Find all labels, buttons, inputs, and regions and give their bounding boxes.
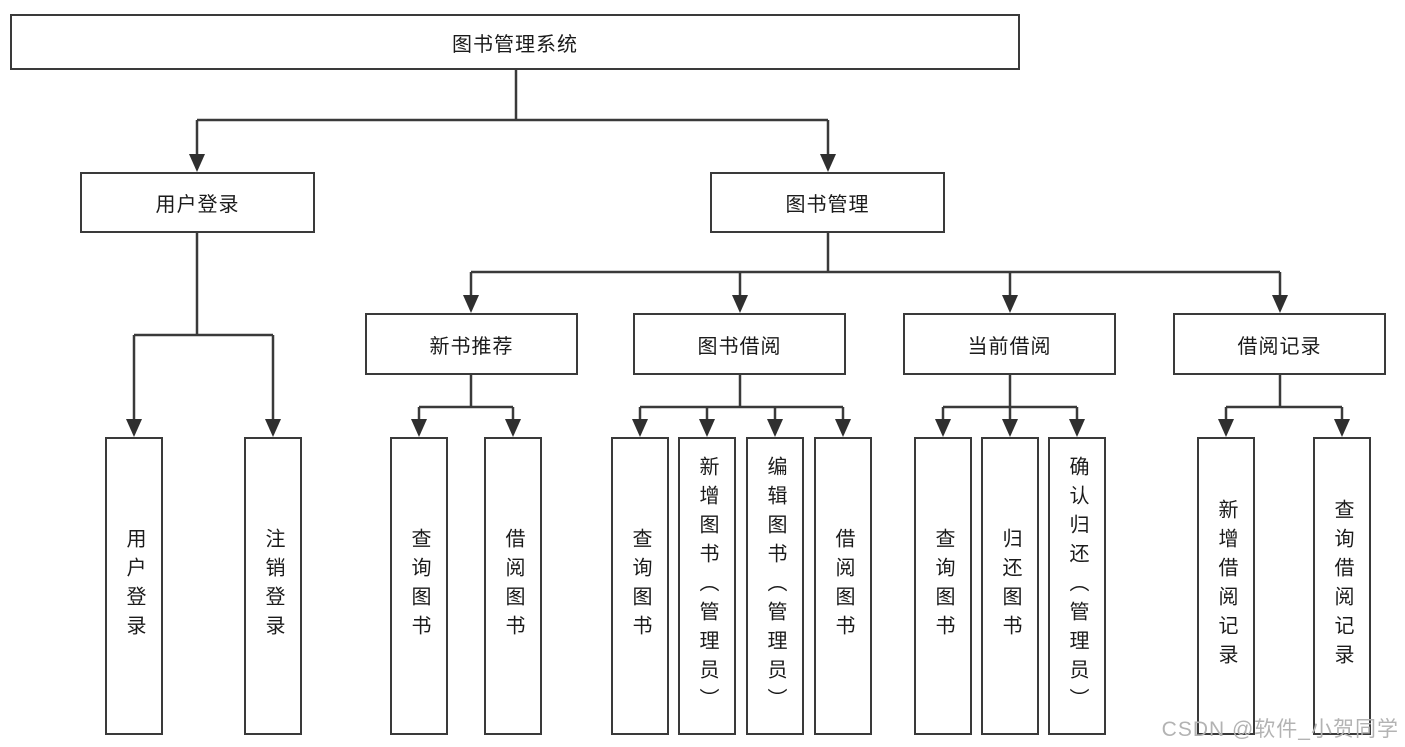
- connector-root-to-level1: [195, 70, 830, 157]
- connector-book-management-to-level2: [469, 233, 1282, 297]
- leaf-return-book-label: 归还图书: [999, 528, 1021, 644]
- arrowhead-icon: [820, 154, 836, 172]
- node-borrow-record: 借阅记录: [1173, 313, 1386, 375]
- connector-borrow-record-to-leaves: [1224, 375, 1344, 422]
- leaf-query-book-borrow: 查询图书: [611, 437, 669, 735]
- leaf-query-borrow-record: 查询借阅记录: [1313, 437, 1371, 735]
- leaf-add-borrow-record-label: 新增借阅记录: [1215, 499, 1237, 673]
- arrowhead-icon: [411, 419, 427, 437]
- leaf-borrow-book-label: 借阅图书: [832, 528, 854, 644]
- node-borrow-record-label: 借阅记录: [1237, 335, 1322, 358]
- leaf-confirm-return-admin: 确认归还（管理员）: [1048, 437, 1106, 735]
- leaf-borrow-book: 借阅图书: [814, 437, 872, 735]
- leaf-edit-book-admin-label: 编辑图书（管理员）: [764, 455, 786, 717]
- arrowhead-icon: [1218, 419, 1234, 437]
- arrowhead-icon: [1069, 419, 1085, 437]
- leaf-add-borrow-record: 新增借阅记录: [1197, 437, 1255, 735]
- leaf-return-book: 归还图书: [981, 437, 1039, 735]
- arrowhead-icon: [189, 154, 205, 172]
- leaf-query-book-borrow-label: 查询图书: [629, 528, 651, 644]
- connector-new-book-to-leaves: [417, 375, 515, 422]
- leaf-borrow-book-newbook-label: 借阅图书: [502, 528, 524, 644]
- arrowhead-icon: [935, 419, 951, 437]
- leaf-add-book-admin-label: 新增图书（管理员）: [696, 455, 718, 717]
- node-book-management: 图书管理: [710, 172, 945, 233]
- node-book-management-label: 图书管理: [785, 194, 870, 216]
- leaf-query-book-newbook-label: 查询图书: [408, 528, 430, 644]
- connector-user-login-to-leaves: [132, 233, 275, 422]
- arrowhead-icon: [505, 419, 521, 437]
- node-new-book-recommend: 新书推荐: [365, 313, 578, 375]
- node-user-login-label: 用户登录: [155, 194, 240, 216]
- node-book-borrow-label: 图书借阅: [697, 335, 782, 358]
- arrowhead-icon: [1002, 419, 1018, 437]
- node-root-label: 图书管理系统: [452, 33, 578, 56]
- leaf-user-login: 用户登录: [105, 437, 163, 735]
- arrowhead-icon: [835, 419, 851, 437]
- arrowhead-icon: [126, 419, 142, 437]
- node-current-borrow-label: 当前借阅: [967, 335, 1052, 358]
- leaf-confirm-return-admin-label: 确认归还（管理员）: [1066, 455, 1088, 717]
- leaf-logout: 注销登录: [244, 437, 302, 735]
- arrowhead-icon: [732, 295, 748, 313]
- arrowhead-icon: [1272, 295, 1288, 313]
- leaf-user-login-label: 用户登录: [123, 528, 145, 644]
- leaf-add-book-admin: 新增图书（管理员）: [678, 437, 736, 735]
- arrowhead-icon: [1002, 295, 1018, 313]
- leaf-query-book-current: 查询图书: [914, 437, 972, 735]
- node-new-book-recommend-label: 新书推荐: [429, 335, 514, 358]
- leaf-query-book-current-label: 查询图书: [932, 528, 954, 644]
- connector-book-borrow-to-leaves: [638, 375, 845, 422]
- arrowhead-icon: [699, 419, 715, 437]
- arrowhead-icon: [767, 419, 783, 437]
- node-user-login: 用户登录: [80, 172, 315, 233]
- leaf-logout-label: 注销登录: [262, 528, 284, 644]
- arrowhead-icon: [1334, 419, 1350, 437]
- leaf-query-borrow-record-label: 查询借阅记录: [1331, 499, 1353, 673]
- arrowhead-icon: [463, 295, 479, 313]
- arrowhead-icon: [632, 419, 648, 437]
- leaf-edit-book-admin: 编辑图书（管理员）: [746, 437, 804, 735]
- arrowhead-icon: [265, 419, 281, 437]
- csdn-watermark: CSDN @软件_小贺同学: [1161, 718, 1399, 741]
- node-root: 图书管理系统: [10, 14, 1020, 70]
- leaf-query-book-newbook: 查询图书: [390, 437, 448, 735]
- leaf-borrow-book-newbook: 借阅图书: [484, 437, 542, 735]
- node-book-borrow: 图书借阅: [633, 313, 846, 375]
- node-current-borrow: 当前借阅: [903, 313, 1116, 375]
- arrowheads: [126, 154, 1350, 437]
- connector-current-borrow-to-leaves: [941, 375, 1079, 422]
